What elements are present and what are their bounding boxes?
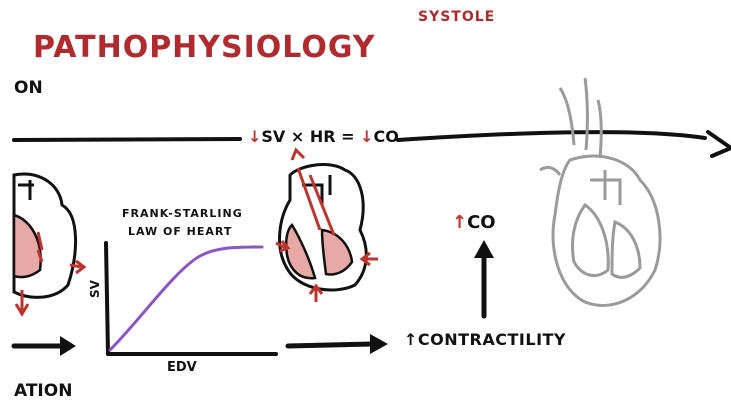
equation-equals: = <box>336 127 361 146</box>
graph-to-contractility-arrow <box>288 344 372 346</box>
graph-to-contractility-arrowhead <box>370 334 388 354</box>
increased-co-label: ↑CO <box>452 214 496 232</box>
equation-sv: SV <box>261 127 285 146</box>
frank-starling-title-line2: LAW OF HEART <box>128 226 232 237</box>
left-partial-label-top: ON <box>14 80 43 97</box>
frank-starling-curve <box>110 247 262 350</box>
left-heart-drawing <box>14 174 84 314</box>
graph-x-axis-label: EDV <box>167 361 197 374</box>
cardiac-output-equation: ↓SV × HR = ↓CO <box>248 129 399 145</box>
center-heart-drawing <box>276 150 378 302</box>
co-text: CO <box>467 212 496 233</box>
systole-partial-label: SYSTOLE <box>418 10 495 24</box>
left-bottom-arrowhead <box>60 336 76 356</box>
decrease-arrow-icon: ↓ <box>360 127 373 146</box>
frank-starling-graph <box>106 243 276 354</box>
graph-y-axis <box>106 243 108 354</box>
page-title: PATHOPHYSIOLOGY <box>33 33 376 63</box>
equation-co: CO <box>374 127 399 146</box>
equation-times: × <box>285 127 310 146</box>
contractility-label: ↑CONTRACTILITY <box>404 332 566 348</box>
frank-starling-title-line1: FRANK-STARLING <box>122 208 243 219</box>
timeline-arrow-right <box>398 132 705 140</box>
equation-hr: HR <box>310 127 336 146</box>
left-partial-label-bottom: ATION <box>14 383 72 400</box>
graph-y-axis-label: SV <box>89 280 101 298</box>
timeline-arrowhead <box>708 132 731 156</box>
decrease-arrow-icon: ↓ <box>248 127 261 146</box>
increase-arrow-icon: ↑ <box>452 212 467 233</box>
contractility-to-co-arrowhead <box>474 240 494 258</box>
timeline-arrow-left <box>14 139 240 140</box>
right-heart-drawing <box>540 78 660 305</box>
